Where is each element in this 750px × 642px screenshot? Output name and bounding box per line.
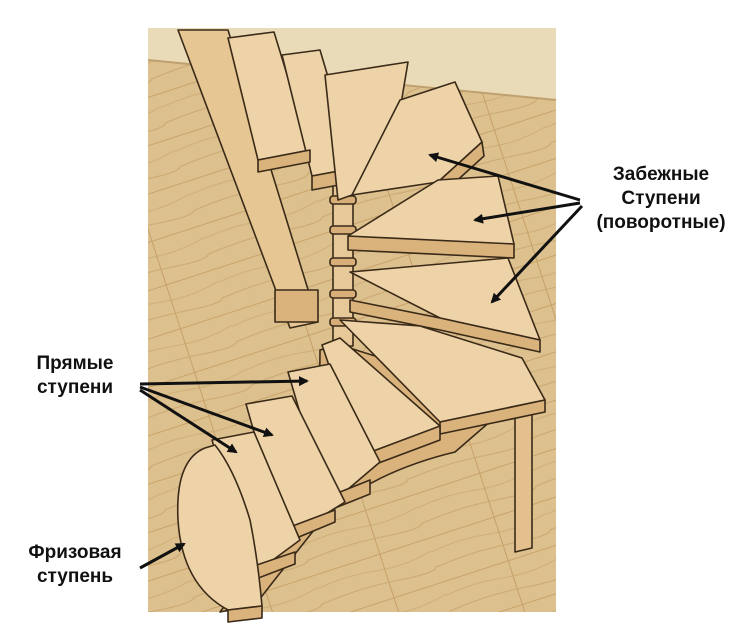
- label-winder-line1: Забежные: [612, 164, 710, 185]
- staircase: [176, 29, 546, 623]
- arrow-frieze: [139, 542, 186, 570]
- label-frieze-line2: ступень: [36, 566, 114, 587]
- support-leg-right: [514, 397, 533, 553]
- upper-stringer-end: [274, 289, 319, 323]
- label-winder-line2: Ступени: [621, 188, 701, 209]
- label-frieze-line1: Фризовая: [28, 542, 122, 563]
- winder-step-5: [339, 319, 546, 423]
- winder-step-2: [351, 81, 483, 196]
- upper-step-1-front: [257, 149, 311, 173]
- winder-step-4-front: [349, 299, 541, 353]
- label-frieze-step: Фризовая ступень: [10, 541, 140, 589]
- arrow-straight-1: [139, 376, 309, 387]
- arrow-winder-1: [428, 152, 581, 202]
- arrow-winder-2: [473, 201, 581, 224]
- label-winder-steps: Забежные Ступени (поворотные): [586, 163, 736, 235]
- label-straight-steps: Прямые ступени: [10, 352, 140, 400]
- arrow-winder-3: [490, 204, 584, 304]
- arrow-straight-2: [139, 385, 274, 437]
- callout-arrows: [139, 152, 584, 570]
- frieze-step-front: [227, 605, 263, 623]
- label-straight-line2: ступени: [36, 377, 114, 398]
- label-straight-line1: Прямые: [36, 353, 114, 374]
- winder-step-3-front: [347, 235, 515, 259]
- arrow-straight-3: [139, 388, 238, 454]
- label-winder-line3: (поворотные): [596, 212, 726, 233]
